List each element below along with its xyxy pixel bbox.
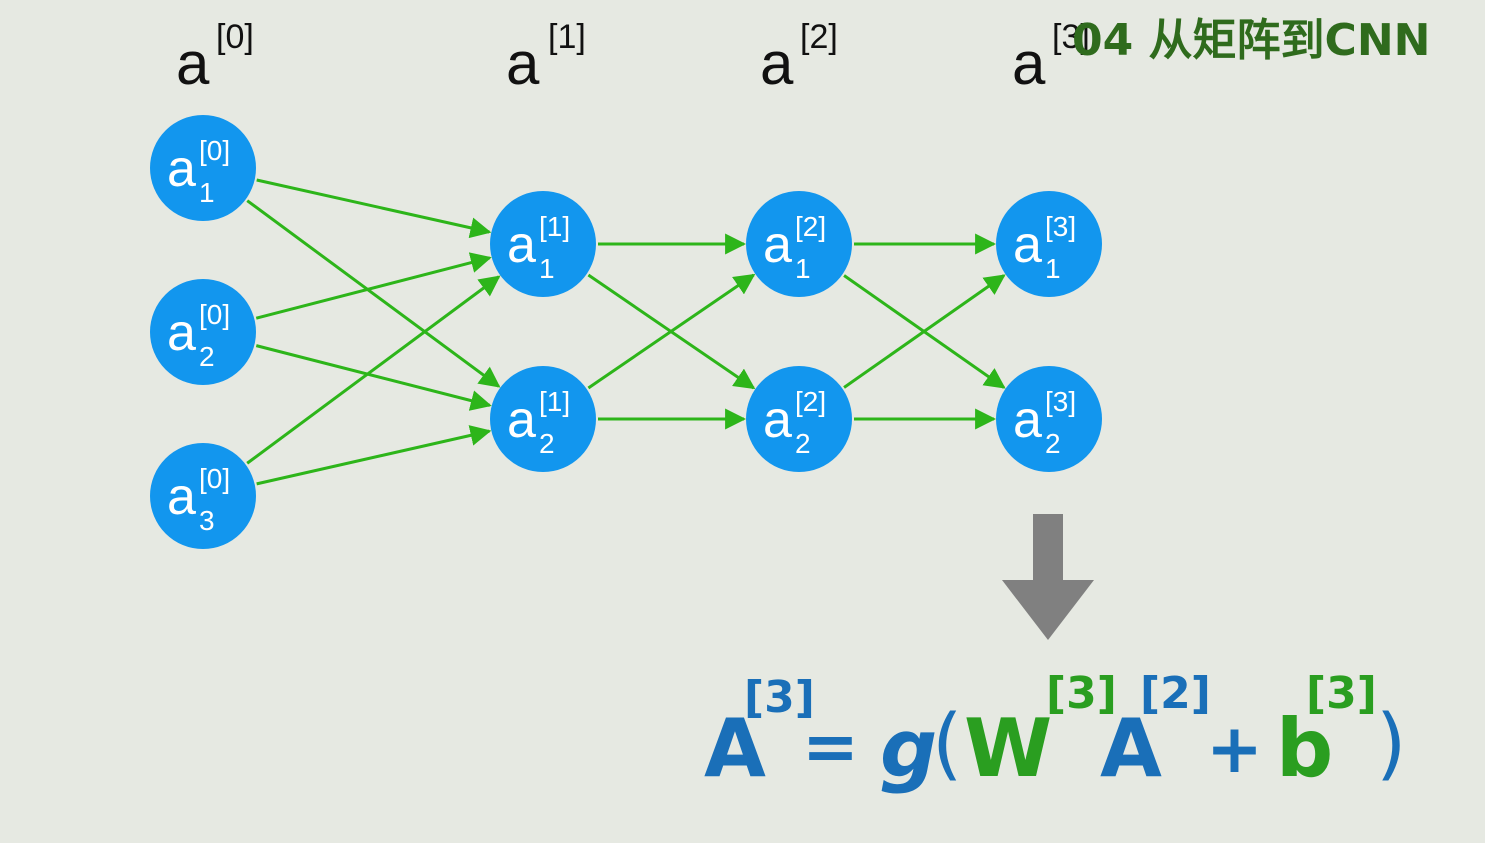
edge-n2_2-n3_1 (843, 274, 1006, 389)
node-n2_2: a[2] 2 (746, 366, 852, 472)
svg-text:[3]: [3] (1052, 18, 1090, 56)
down-arrow-icon (1002, 514, 1094, 640)
node-n3_1: a[3] 1 (996, 191, 1102, 297)
edge-n0_2-n1_1 (255, 252, 492, 320)
formula-equals: = (802, 708, 859, 787)
edge-n0_1-n1_1 (256, 178, 492, 239)
formula-w-sup: [3] (1046, 668, 1117, 719)
svg-text:a: a (176, 30, 210, 97)
formula-a-sup: [2] (1140, 668, 1211, 719)
svg-text:[2]: [2] (800, 18, 838, 56)
svg-text:a: a (1012, 30, 1046, 97)
node-sup-label: [0] (199, 299, 230, 330)
formula-lhs: A (704, 702, 766, 795)
edge-n1_2-n2_1 (587, 273, 756, 390)
formula-b: b (1276, 702, 1333, 795)
node-sub-label: 3 (199, 505, 215, 536)
edge-n0_2-n1_2 (255, 344, 492, 411)
node-circle (996, 191, 1102, 297)
node-circle (996, 366, 1102, 472)
formula-close-paren: ) (1376, 699, 1406, 789)
layer-label-3: a [3] (1012, 18, 1090, 97)
svg-text:[0]: [0] (216, 18, 254, 56)
node-n3_2: a[3] 2 (996, 366, 1102, 472)
node-n0_3: a[0] 3 (150, 443, 256, 549)
formula-w: W (964, 702, 1052, 795)
node-sub-label: 2 (1045, 428, 1061, 459)
node-circle (150, 115, 256, 221)
node-sub-label: 1 (539, 253, 555, 284)
edge-n0_3-n1_2 (256, 425, 492, 486)
nodes: a[0]1a[0]2a[0]3a[1]1a[1]2a[2]1a[2]2a[3]1… (150, 115, 1102, 549)
svg-text:[1]: [1] (548, 18, 586, 56)
node-n1_1: a[1] 1 (490, 191, 596, 297)
node-circle (490, 366, 596, 472)
formula-b-sup: [3] (1306, 668, 1377, 719)
node-sup-label: [3] (1045, 386, 1076, 417)
node-sub-label: 2 (199, 341, 215, 372)
node-sub-label: 1 (199, 177, 215, 208)
edges (246, 178, 1006, 486)
watermark-title: 04 从矩阵到CNN (1072, 15, 1431, 66)
node-circle (150, 443, 256, 549)
node-sup-label: [1] (539, 211, 570, 242)
node-sub-label: 1 (1045, 253, 1061, 284)
node-base-label: a (507, 216, 536, 274)
node-base-label: a (507, 391, 536, 449)
node-base-label: a (167, 304, 196, 362)
node-sup-label: [0] (199, 135, 230, 166)
node-base-label: a (167, 140, 196, 198)
node-sup-label: [2] (795, 386, 826, 417)
layer-label-1: a [1] (506, 18, 586, 97)
node-n1_2: a[1] 2 (490, 366, 596, 472)
formula-open-paren: ( (932, 699, 962, 789)
node-base-label: a (167, 468, 196, 526)
formula-a: A (1100, 702, 1162, 795)
node-circle (746, 191, 852, 297)
node-sub-label: 2 (795, 428, 811, 459)
svg-text:a: a (506, 30, 540, 97)
formula-plus: + (1206, 710, 1263, 789)
node-base-label: a (1013, 216, 1042, 274)
layer-label-2: a [2] (760, 18, 838, 97)
node-base-label: a (1013, 391, 1042, 449)
formula: A [3] = g ( W [3] A [2] + b [3] ) (704, 668, 1406, 795)
svg-text:a: a (760, 30, 794, 97)
node-sup-label: [1] (539, 386, 570, 417)
edge-n0_3-n1_1 (246, 275, 501, 465)
layer-label-0: a [0] (176, 18, 254, 97)
node-circle (490, 191, 596, 297)
formula-lhs-sup: [3] (744, 672, 815, 723)
node-sub-label: 2 (539, 428, 555, 459)
node-base-label: a (763, 391, 792, 449)
node-sup-label: [2] (795, 211, 826, 242)
node-sup-label: [0] (199, 463, 230, 494)
edge-n0_1-n1_2 (246, 199, 501, 388)
node-circle (746, 366, 852, 472)
node-circle (150, 279, 256, 385)
node-base-label: a (763, 216, 792, 274)
node-n2_1: a[2] 1 (746, 191, 852, 297)
node-sub-label: 1 (795, 253, 811, 284)
node-n0_2: a[0] 2 (150, 279, 256, 385)
formula-func: g (880, 702, 937, 795)
node-n0_1: a[0] 1 (150, 115, 256, 221)
node-sup-label: [3] (1045, 211, 1076, 242)
